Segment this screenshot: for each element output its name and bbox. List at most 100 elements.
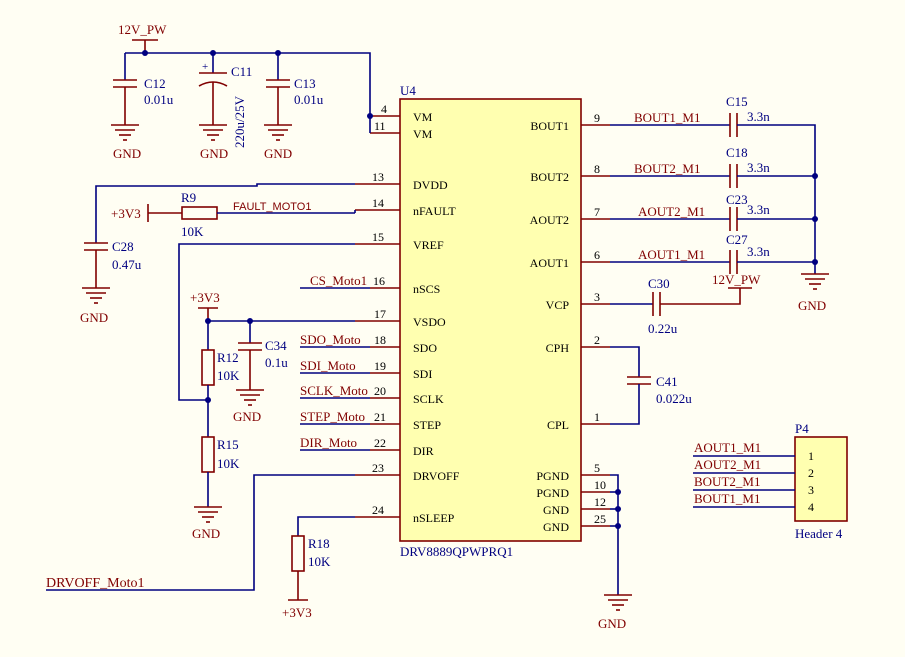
pin-name: SDI xyxy=(413,367,432,381)
vm-wiring xyxy=(124,50,373,133)
gnd-label: GND xyxy=(264,146,292,161)
capacitor-c41: C41 0.022u xyxy=(610,346,692,425)
pin-name: SDO xyxy=(413,341,437,355)
net-label-drvoff: DRVOFF_Moto1 xyxy=(46,576,144,591)
pin-number: 14 xyxy=(372,196,384,210)
power-label-3v3: +3V3 xyxy=(111,206,141,221)
pin-name: nFAULT xyxy=(413,204,456,218)
gnd-symbol-ic: GND xyxy=(598,594,632,631)
polarity-plus-icon: + xyxy=(202,61,208,73)
pin-name: PGND xyxy=(536,486,569,500)
pin-name: BOUT1 xyxy=(530,119,569,133)
dvdd-wiring xyxy=(84,183,355,288)
res-ref: R15 xyxy=(217,437,239,452)
pin-name: nSLEEP xyxy=(413,511,455,525)
gnd-label: GND xyxy=(233,409,261,424)
snubber-ground-bus xyxy=(737,124,818,274)
gnd-symbol-c12: GND xyxy=(111,124,141,161)
pin-number: 8 xyxy=(594,162,600,176)
net-label-sdi: SDI_Moto xyxy=(300,358,356,373)
ic-left-pin-names: VM VM DVDD nFAULT VREF nSCS VSDO SDO SDI… xyxy=(413,110,460,525)
cap-value: 0.1u xyxy=(265,355,288,370)
snubber-caps: C15 3.3n C18 3.3n C23 3.3n C27 3.3n xyxy=(726,94,770,274)
net-label-cs: CS_Moto1 xyxy=(310,273,367,288)
gnd-symbol-c13: GND xyxy=(264,124,292,161)
res-ref: R9 xyxy=(181,190,196,205)
capacitor-c11: + C11 220u/25V xyxy=(198,61,252,148)
resistor-r9: +3V3 R9 10K FAULT_MOTO1 xyxy=(111,190,356,239)
net-label-dir: DIR_Moto xyxy=(300,435,357,450)
header-net-label: AOUT1_M1 xyxy=(694,440,761,455)
gnd-symbol-c11: GND xyxy=(199,124,228,161)
header-p4: P4 Header 4 1 2 3 4 AOUT1_M1 AOUT2_M1 BO… xyxy=(693,421,848,541)
pin-number: 18 xyxy=(374,333,386,347)
pin-number: 4 xyxy=(381,102,387,116)
gnd-symbol-c34: GND xyxy=(233,389,264,424)
pin-name: AOUT2 xyxy=(530,213,569,227)
ic-right-pins xyxy=(581,124,610,527)
pin-name: VSDO xyxy=(413,315,446,329)
pin-name: SCLK xyxy=(413,392,444,406)
pin-name: VREF xyxy=(413,238,444,252)
cap-ref: C28 xyxy=(112,239,134,254)
pin-name: GND xyxy=(543,503,569,517)
pin-name: GND xyxy=(543,520,569,534)
header-net-label: BOUT1_M1 xyxy=(694,491,760,506)
pin-number: 11 xyxy=(374,119,386,133)
gnd-label: GND xyxy=(798,298,826,313)
header-ref: P4 xyxy=(795,421,809,436)
pin-number: 25 xyxy=(594,512,606,526)
header-pin-number: 3 xyxy=(808,483,814,497)
pin-number: 3 xyxy=(594,290,600,304)
pin-number: 5 xyxy=(594,461,600,475)
pin-number: 15 xyxy=(372,230,384,244)
net-label-aout2: AOUT2_M1 xyxy=(638,204,705,219)
capacitor-c34: C34 0.1u xyxy=(238,338,288,390)
net-label-aout1: AOUT1_M1 xyxy=(638,247,705,262)
res-value: 10K xyxy=(181,224,204,239)
header-pin-number: 2 xyxy=(808,466,814,480)
resistor-r18: R18 10K +3V3 xyxy=(282,516,355,620)
pin-number: 24 xyxy=(372,503,384,517)
net-label-fault: FAULT_MOTO1 xyxy=(233,201,311,213)
ic-ref: U4 xyxy=(400,83,416,98)
pin-number: 22 xyxy=(374,436,386,450)
ic-right-pin-names: BOUT1 BOUT2 AOUT2 AOUT1 VCP CPH CPL PGND… xyxy=(530,119,570,534)
capacitor-c28: C28 0.47u xyxy=(112,239,142,272)
pin-number: 1 xyxy=(594,410,600,424)
gnd-symbol-r15: GND xyxy=(192,506,222,541)
pin-number: 16 xyxy=(373,274,385,288)
cap-ref: C23 xyxy=(726,192,748,207)
pin-name: VCP xyxy=(546,298,570,312)
resistor-r15: R15 10K xyxy=(201,436,240,507)
pin-number: 13 xyxy=(372,170,384,184)
pin-number: 9 xyxy=(594,111,600,125)
cap-ref: C15 xyxy=(726,94,748,109)
pin-number: 21 xyxy=(374,410,386,424)
res-value: 10K xyxy=(217,368,240,383)
cap-value: 0.22u xyxy=(648,321,678,336)
ic-gnd-bus xyxy=(610,474,621,595)
header-name: Header 4 xyxy=(795,526,843,541)
drvoff-net: DRVOFF_Moto1 xyxy=(46,474,355,591)
cap-value: 0.01u xyxy=(294,92,324,107)
cap-ref: C41 xyxy=(656,374,678,389)
pin-name: DVDD xyxy=(413,178,448,192)
header-net-label: BOUT2_M1 xyxy=(694,474,760,489)
pin-number: 7 xyxy=(594,205,600,219)
net-label-bout2: BOUT2_M1 xyxy=(634,161,700,176)
vref-wiring xyxy=(178,243,355,403)
pin-name: nSCS xyxy=(413,282,440,296)
res-ref: R18 xyxy=(308,536,330,551)
gnd-label: GND xyxy=(598,616,626,631)
pin-name: DRVOFF xyxy=(413,469,460,483)
cap-ref: C11 xyxy=(231,64,252,79)
pin-number: 12 xyxy=(594,495,606,509)
header-body xyxy=(794,436,848,522)
power-label-12v: 12V_PW xyxy=(712,272,761,287)
power-label-12v: 12V_PW xyxy=(118,22,167,37)
gnd-label: GND xyxy=(200,146,228,161)
res-value: 10K xyxy=(308,554,331,569)
output-nets: BOUT1_M1 BOUT2_M1 AOUT2_M1 AOUT1_M1 xyxy=(610,110,730,263)
